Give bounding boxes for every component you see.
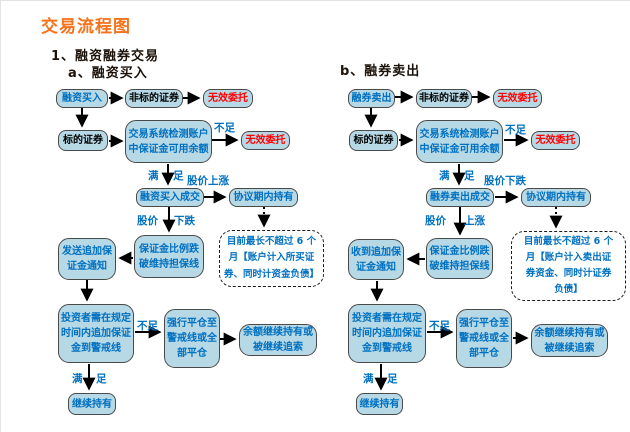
l-node-system-check: 交易系统检测账户 中保证金可用余额	[125, 120, 212, 163]
subsection-b-heading: b、融券卖出	[340, 64, 421, 79]
l-node-margin-call-notice: 发送追加保 证金通知	[58, 238, 116, 280]
l-label-satisfied-1-right: 足	[173, 170, 184, 182]
l-node-keep-holding: 继续持有	[68, 393, 116, 415]
r-label-satisfied-1-left: 满	[439, 170, 450, 182]
l-node-non-target-securities: 非标的证券	[125, 89, 183, 108]
l-node-forced-liquidation: 强行平仓至 警戒线或全 部平仓	[164, 309, 220, 368]
r-node-deal-filled: 融券卖出成交	[426, 188, 494, 207]
r-node-system-check: 交易系统检测账户 中保证金可用余额	[416, 120, 503, 163]
r-label-price-up-word: 上涨	[464, 215, 485, 227]
l-node-margin-ratio-break: 保证金比例跌 破维持担保线	[134, 235, 204, 278]
subsection-a-heading: a、融资买入	[68, 66, 148, 81]
r-node-balance-pursue: 余额继续持有或 被继续追索	[531, 324, 608, 357]
r-label-price-word: 股价	[425, 215, 446, 227]
l-node-target-securities: 标的证券	[58, 130, 108, 151]
l-node-financing-buy: 融资买入	[56, 89, 108, 108]
l-note-max-period: 目前最长不超过 6 个 月【账户计入所买证 券、同时计资金负债】	[219, 230, 324, 287]
r-node-invalid-order-2: 无效委托	[531, 131, 580, 150]
r-label-insufficient-1: 不足	[505, 124, 526, 136]
l-node-invalid-order-2: 无效委托	[241, 131, 290, 150]
r-node-keep-holding: 继续持有	[356, 393, 403, 415]
r-node-investor-topup: 投资者需在规定 时间内追加保证 金到警戒线	[348, 304, 426, 363]
r-node-target-securities: 标的证券	[349, 130, 398, 151]
r-node-invalid-order-1: 无效委托	[493, 89, 542, 108]
r-label-price-down: 股价下跌	[484, 175, 526, 187]
r-label-satisfied-2-right: 足	[387, 373, 398, 385]
r-node-margin-call-notice: 收到追加保 证金通知	[348, 239, 404, 280]
l-node-hold-in-period: 协议期内持有	[229, 188, 298, 207]
l-node-balance-pursue: 余额继续持有或 被继续追索	[239, 324, 317, 356]
r-node-forced-liquidation: 强行平仓至 警戒线或全 部平仓	[456, 309, 512, 368]
r-label-insufficient-2: 不足	[429, 320, 450, 332]
l-label-satisfied-2-left: 满	[72, 373, 83, 385]
l-label-insufficient-2: 不足	[137, 320, 158, 332]
r-note-max-period: 目前最长不超过 6 个 月【账户计入卖出证 券资金、同时计证券 负债】	[511, 231, 626, 301]
l-label-satisfied-2-right: 足	[96, 373, 107, 385]
l-label-price-down-word: 下跌	[174, 215, 195, 227]
l-label-insufficient-1: 不足	[214, 122, 235, 134]
l-label-price-word: 股价	[137, 215, 158, 227]
r-node-hold-in-period: 协议期内持有	[521, 188, 591, 207]
r-node-margin-ratio-break: 保证金比例跌 破维持担保线	[426, 238, 493, 279]
r-node-short-sell: 融券卖出	[348, 89, 395, 108]
l-label-price-up: 股价上涨	[187, 175, 229, 187]
r-label-satisfied-1-right: 足	[464, 170, 475, 182]
l-node-deal-filled: 融资买入成交	[136, 188, 204, 207]
r-node-non-target-securities: 非标的证券	[416, 89, 472, 108]
l-node-investor-topup: 投资者需在规定 时间内追加保证 金到警戒线	[58, 304, 134, 363]
r-label-satisfied-2-left: 满	[363, 373, 374, 385]
section-heading: 1、融资融券交易	[51, 49, 160, 64]
page-title: 交易流程图	[41, 17, 131, 37]
l-node-invalid-order-1: 无效委托	[203, 89, 253, 108]
l-label-satisfied-1-left: 满	[148, 170, 159, 182]
